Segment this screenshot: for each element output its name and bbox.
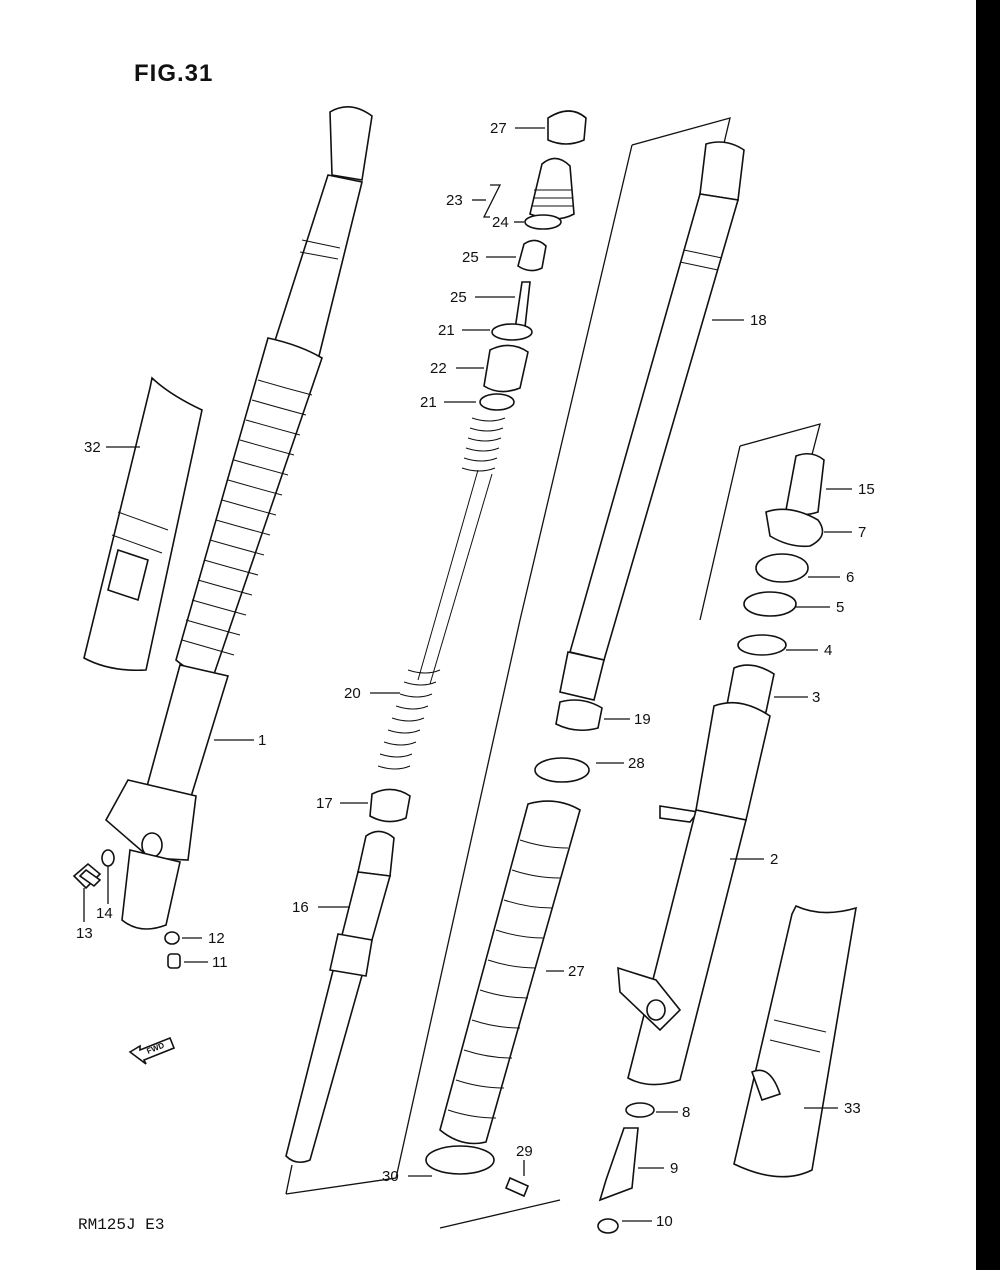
- inner-tube-right: 18 19: [555, 141, 767, 732]
- part-label-17: 17: [316, 795, 333, 812]
- figure-title: FIG.31: [134, 60, 214, 87]
- part-label-29: 28: [628, 755, 645, 772]
- part-label-8: 8: [682, 1104, 690, 1121]
- part-label-26: 25: [450, 289, 467, 306]
- part-label-4: 4: [824, 642, 832, 659]
- outer-tube-right: 15 7 6 5 4 3: [597, 452, 875, 1234]
- part-label-19: 19: [634, 711, 651, 728]
- part-label-20: 20: [344, 685, 361, 702]
- fwd-arrow-icon: FWD: [128, 1036, 176, 1065]
- part-label-31: 30: [382, 1168, 399, 1185]
- part-label-18: 18: [750, 312, 767, 329]
- part-label-2: 2: [770, 851, 778, 868]
- part-label-22: 22: [430, 360, 447, 377]
- part-label-33: 33: [844, 1100, 861, 1117]
- scan-edge: [976, 0, 1000, 1270]
- part-label-13: 13: [76, 925, 93, 942]
- part-label-21-lower: 21: [420, 394, 437, 411]
- bolt-and-washer: 13 14: [72, 849, 115, 942]
- part-label-23: 23: [446, 192, 463, 209]
- part-label-11: 11: [212, 954, 228, 971]
- part-label-15: 15: [858, 481, 875, 498]
- part-label-30: 29: [516, 1143, 533, 1160]
- part-label-28: 27: [568, 963, 585, 980]
- small-parts-11-12: 12 11: [164, 930, 228, 971]
- part-label-14: 14: [96, 905, 113, 922]
- damper-parts: 27 23 24 25 25 21 22: [285, 110, 587, 1164]
- fork-guard-right: 33: [733, 904, 861, 1178]
- part-label-32: 32: [84, 439, 101, 456]
- fork-assembly-left: 1: [104, 106, 373, 930]
- part-label-7: 7: [858, 524, 866, 541]
- part-label-9: 9: [670, 1160, 678, 1177]
- part-label-1: 1: [258, 732, 266, 749]
- part-label-12: 12: [208, 930, 225, 947]
- boot-assembly: 28 27 30 29: [382, 755, 645, 1229]
- part-label-16: 16: [292, 899, 309, 916]
- part-label-25: 25: [462, 249, 479, 266]
- part-label-27: 27: [490, 120, 507, 137]
- part-label-24: 24: [492, 214, 509, 231]
- part-label-5: 5: [836, 599, 844, 616]
- model-code: RM125J E3: [78, 1216, 165, 1234]
- part-label-3: 3: [812, 689, 820, 706]
- part-label-10: 10: [656, 1213, 673, 1230]
- part-label-6: 6: [846, 569, 854, 586]
- fork-guard-left: 32: [83, 376, 203, 672]
- part-label-21-upper: 21: [438, 322, 455, 339]
